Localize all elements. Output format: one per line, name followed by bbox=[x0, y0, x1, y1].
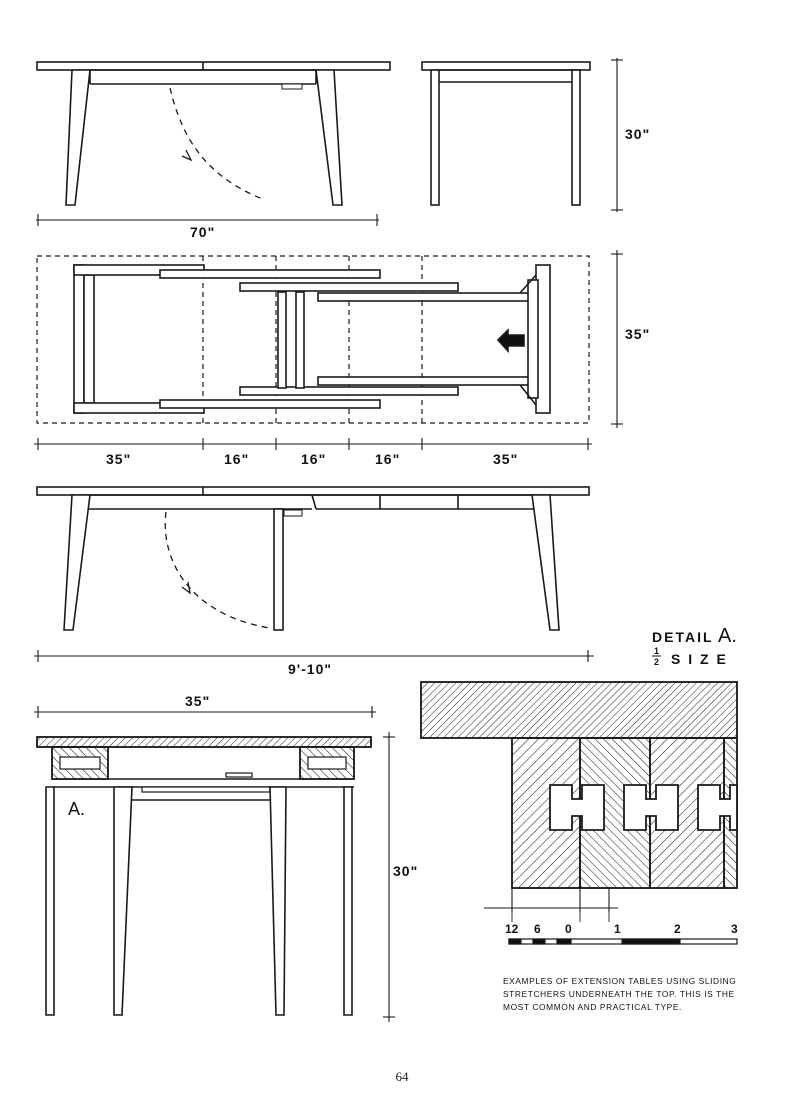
scale-label: 0 bbox=[565, 922, 572, 936]
scale-label: 2 bbox=[674, 922, 681, 936]
dim-side-length: 70" bbox=[190, 224, 215, 240]
detail-fraction-bottom: 2 bbox=[654, 657, 659, 667]
dim-end-width: 35" bbox=[185, 693, 210, 709]
dim-segment-4: 16" bbox=[375, 451, 400, 467]
dim-segment-3: 16" bbox=[301, 451, 326, 467]
dim-section-height: 30" bbox=[393, 863, 418, 879]
caption: EXAMPLES OF EXTENSION TABLES USING SLIDI… bbox=[503, 976, 737, 1012]
dim-segment-2: 16" bbox=[224, 451, 249, 467]
detail-title: DETAIL bbox=[652, 629, 714, 645]
scale-label: 3 bbox=[731, 922, 738, 936]
dim-segment-1: 35" bbox=[106, 451, 131, 467]
scale-label: 1 bbox=[614, 922, 621, 936]
side-elevation-extended bbox=[34, 486, 594, 662]
dim-segment-5: 35" bbox=[493, 451, 518, 467]
scale-label: 6 bbox=[534, 922, 541, 936]
dim-end-height: 30" bbox=[625, 126, 650, 142]
side-elevation-closed bbox=[36, 61, 391, 226]
detail-fraction-top: 1 bbox=[654, 646, 659, 656]
detail-size-word: S I Z E bbox=[671, 651, 728, 667]
dim-extended-length: 9'-10" bbox=[288, 661, 332, 677]
end-section bbox=[34, 706, 395, 1022]
end-elevation-closed bbox=[421, 58, 623, 212]
dim-plan-width: 35" bbox=[625, 326, 650, 342]
plan-view-extended bbox=[34, 250, 623, 450]
detail-title-letter: A. bbox=[718, 625, 737, 647]
scale-bar bbox=[508, 938, 738, 945]
section-marker-a: A. bbox=[68, 799, 85, 819]
detail-a-drawing bbox=[420, 681, 738, 922]
page-number: 64 bbox=[395, 1069, 409, 1084]
scale-label: 12 bbox=[505, 922, 519, 936]
